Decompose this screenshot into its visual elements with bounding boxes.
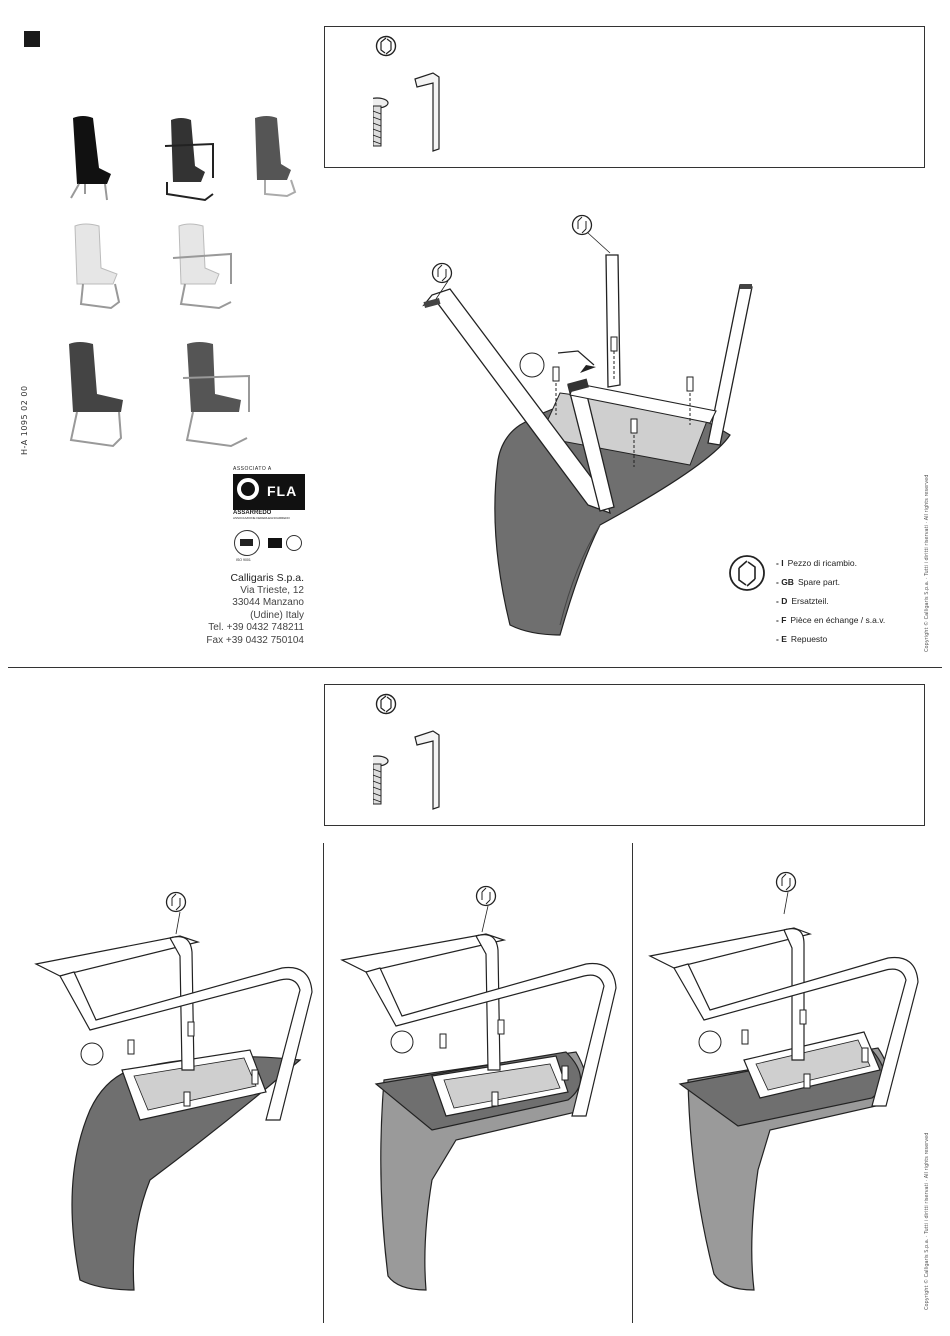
chair-icon [69, 342, 123, 448]
allen-key-icon [414, 72, 440, 152]
chair-icon [70, 116, 111, 201]
chair-icon [164, 118, 214, 202]
csq-logo-icon [268, 538, 282, 548]
fla-logo: ASSOCIATO A FLA ASSARREDO ASSOCIAZIONE F… [233, 466, 305, 522]
assembly-diagram-step-2a [34, 891, 313, 1291]
screw-icon [373, 97, 389, 147]
certification-seals: ISO 9001 [232, 528, 306, 568]
assembly-diagram-step-2b [340, 885, 617, 1291]
document-code: H-A 1095 02 00 [20, 385, 29, 455]
copyright-bottom: Copyright © Calligaris S.p.a. · Tutti i … [924, 1132, 930, 1310]
assembly-diagram-step-1 [422, 214, 753, 636]
assembly-diagram-step-2c [648, 871, 919, 1291]
column-divider-2 [632, 843, 633, 1323]
chair-icon [182, 342, 250, 448]
spare-part-icon [729, 555, 765, 591]
allen-key-icon [414, 730, 440, 810]
section-marker [24, 31, 40, 47]
chair-icon [255, 116, 297, 198]
section-divider [8, 667, 942, 668]
parts-box-bottom [324, 684, 925, 826]
fla-circle-icon [237, 478, 259, 500]
copyright-top: Copyright © Calligaris S.p.a. · Tutti i … [924, 474, 930, 652]
chair-gallery [69, 116, 297, 448]
chair-icon [74, 223, 121, 310]
iso-seal-icon [234, 530, 260, 556]
screw-icon [373, 755, 389, 805]
parts-box-top [324, 26, 925, 168]
spare-part-icon [375, 693, 397, 715]
chair-icon [172, 223, 232, 310]
iqnet-seal-icon [286, 535, 302, 551]
spare-part-icon [375, 35, 397, 57]
column-divider-1 [323, 843, 324, 1323]
company-address: Calligaris S.p.a. Via Trieste, 12 33044 … [206, 572, 304, 646]
